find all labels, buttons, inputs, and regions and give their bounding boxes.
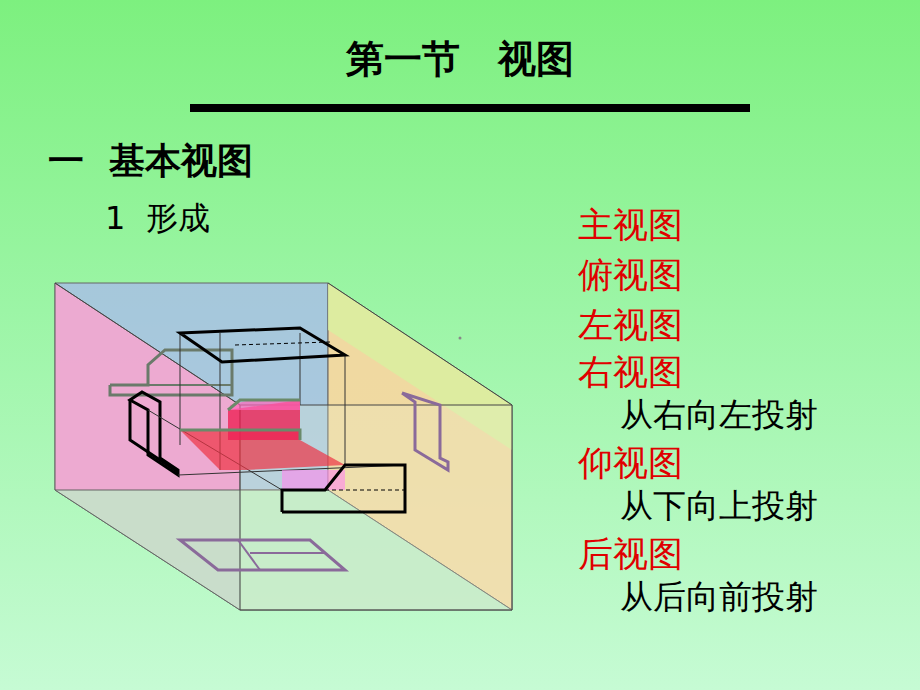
subsection-heading: 1 形成 — [105, 200, 210, 237]
view-name: 后视图 — [578, 534, 683, 574]
projection-direction: 从右向左投射 — [620, 396, 818, 434]
view-name: 俯视图 — [578, 255, 683, 295]
projection-direction: 从下向上投射 — [620, 487, 818, 525]
section-heading: 一 基本视图 — [48, 140, 253, 181]
view-name: 右视图 — [578, 352, 683, 392]
projection-direction: 从后向前投射 — [620, 578, 818, 616]
view-name: 仰视图 — [578, 443, 683, 483]
view-name: 主视图 — [578, 205, 683, 245]
slide-title: 第一节 视图 — [346, 38, 574, 82]
title-underline — [190, 104, 750, 112]
view-name: 左视图 — [578, 305, 683, 345]
